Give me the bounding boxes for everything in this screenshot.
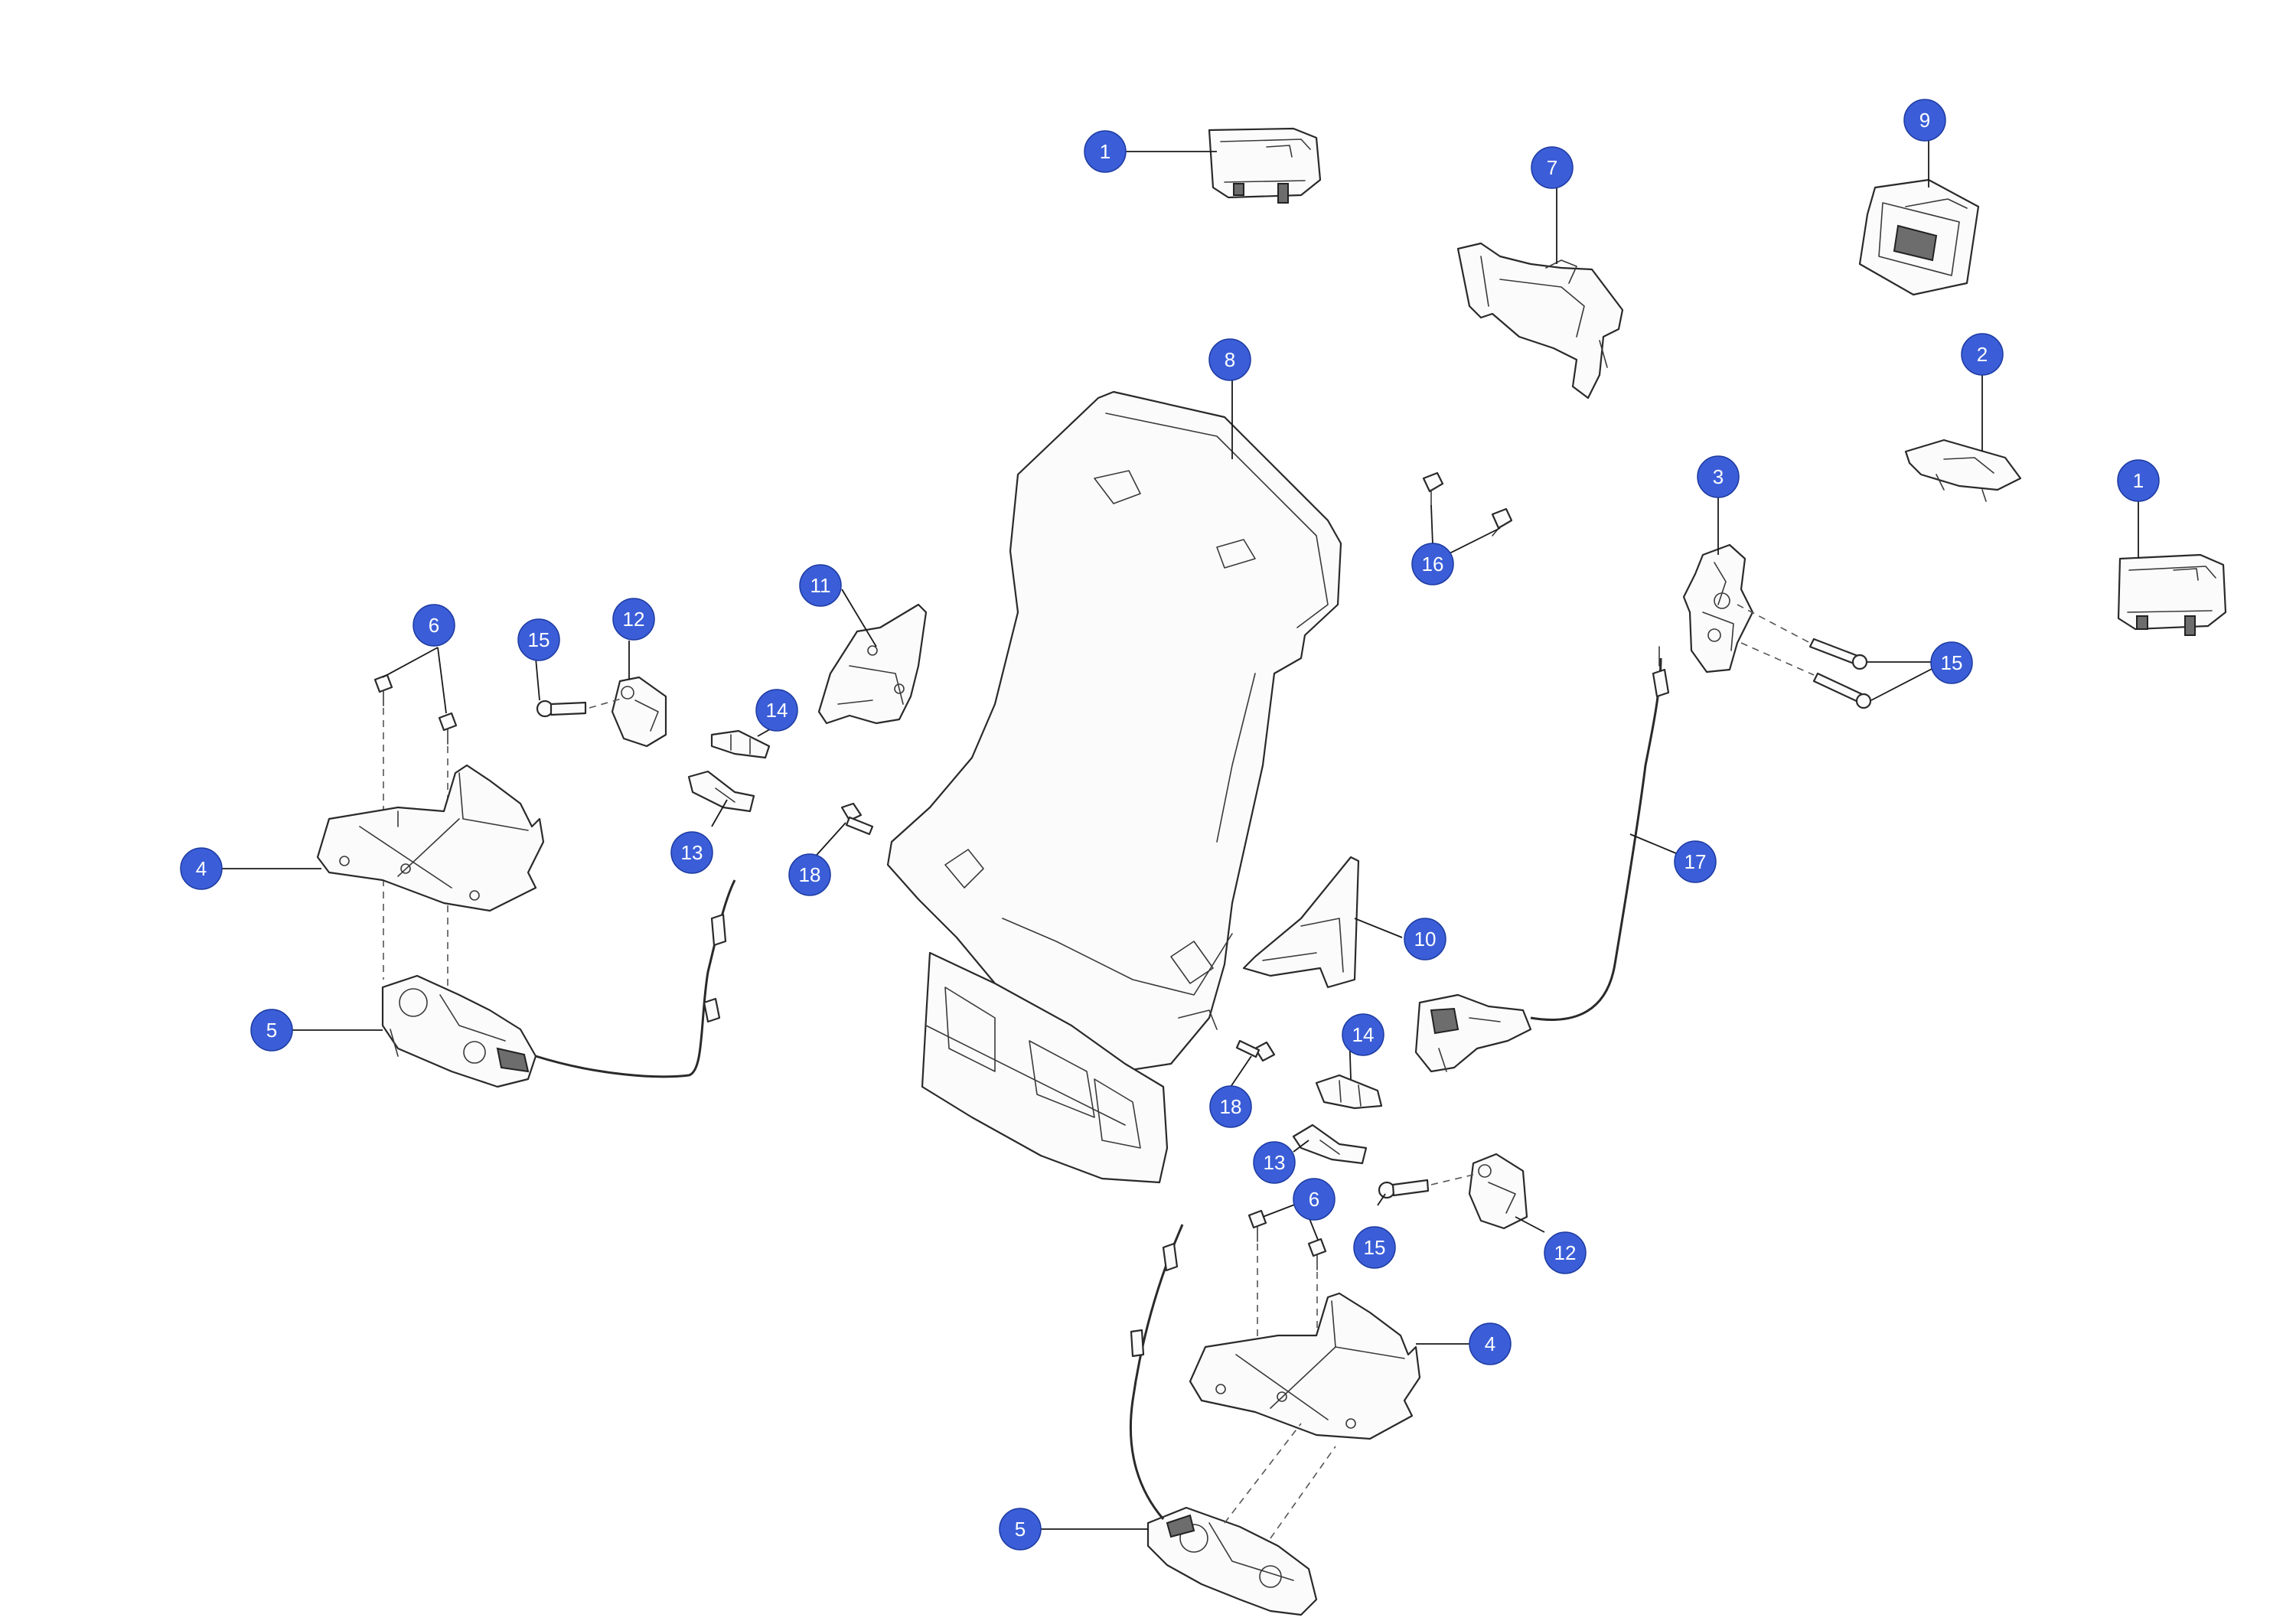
callout-label: 18	[799, 863, 821, 886]
callout-marker: 18	[1209, 1085, 1252, 1128]
callout-label: 1	[1100, 140, 1110, 163]
pivot-pin-part-lower	[1235, 1039, 1276, 1062]
release-handle-part	[1414, 993, 1532, 1073]
actuator-cable-part-upper	[535, 879, 736, 1078]
actuator-cable-part-lower	[1129, 1224, 1336, 1539]
spring-clip-part-lower	[1315, 1074, 1383, 1110]
callout-marker: 4	[180, 847, 223, 890]
callout-marker: 5	[999, 1508, 1042, 1551]
callout-marker: 1	[2117, 459, 2160, 502]
callout-marker: 13	[1253, 1141, 1296, 1184]
callout-label: 11	[810, 574, 831, 597]
callout-marker: 2	[1961, 333, 2004, 376]
switch-bezel-part	[1904, 439, 2022, 502]
callout-label: 15	[1941, 651, 1963, 674]
callout-marker: 7	[1531, 146, 1574, 189]
callout-label: 16	[1422, 553, 1444, 576]
callout-label: 18	[1220, 1095, 1242, 1118]
callout-label: 12	[623, 608, 645, 631]
callout-marker: 15	[1353, 1226, 1396, 1269]
callout-label: 6	[1309, 1188, 1319, 1211]
callout-marker: 13	[670, 831, 713, 874]
callout-label: 9	[1919, 109, 1930, 132]
pivot-cover-part-upper	[611, 676, 667, 748]
callout-marker: 9	[1903, 99, 1946, 142]
motor-actuator-part-lower	[1146, 1506, 1318, 1616]
bolt-fastener-part-lower	[1378, 1174, 1474, 1199]
callout-label: 1	[2133, 469, 2144, 492]
bolt-fastener-part-left	[536, 697, 625, 718]
pivot-cover-part-lower	[1468, 1153, 1528, 1230]
callout-marker: 4	[1469, 1322, 1512, 1365]
control-module-part	[1858, 178, 1980, 296]
motor-actuator-part-upper	[381, 974, 537, 1088]
release-cable-part	[1530, 646, 1670, 1021]
callout-marker: 15	[517, 618, 560, 661]
retaining-clip-part-upper	[687, 770, 755, 813]
callout-marker: 11	[799, 564, 842, 607]
callout-marker: 5	[250, 1009, 293, 1052]
bolt-fastener-part-right	[1737, 604, 1872, 709]
callout-label: 13	[1264, 1151, 1286, 1174]
callout-label: 14	[1352, 1023, 1375, 1046]
callout-marker: 14	[1342, 1013, 1384, 1056]
callout-label: 13	[681, 841, 703, 864]
callout-label: 10	[1414, 928, 1437, 951]
callout-marker: 3	[1697, 455, 1740, 498]
retaining-clip-part-lower	[1292, 1123, 1368, 1165]
callout-label: 14	[766, 699, 788, 722]
callout-marker: 10	[1404, 918, 1446, 960]
callout-label: 8	[1225, 348, 1235, 371]
callout-label: 7	[1547, 156, 1557, 179]
callout-label: 4	[1485, 1332, 1495, 1355]
trim-cover-part-top	[1208, 127, 1322, 204]
callout-marker: 6	[1293, 1178, 1336, 1221]
callout-marker: 6	[413, 604, 455, 647]
seat-back-frame-part	[886, 390, 1342, 1184]
callout-label: 5	[266, 1019, 277, 1042]
callout-marker: 12	[612, 598, 655, 641]
callout-label: 17	[1684, 850, 1707, 873]
callout-marker: 12	[1544, 1231, 1587, 1274]
hinge-bracket-part-upper	[817, 603, 928, 725]
callout-label: 3	[1713, 465, 1724, 488]
callout-label: 6	[429, 614, 439, 637]
callout-marker: 1	[1084, 130, 1127, 173]
callout-marker: 18	[788, 853, 831, 896]
pivot-pin-part-upper	[840, 802, 874, 836]
callout-label: 4	[196, 857, 207, 880]
rear-bracket-part	[1456, 242, 1624, 399]
latch-mechanism-part	[1682, 543, 1754, 673]
callout-label: 12	[1554, 1241, 1577, 1264]
callout-marker: 16	[1411, 543, 1454, 585]
spring-clip-part-upper	[710, 729, 771, 759]
mounting-plate-part-lower	[1189, 1292, 1421, 1440]
trim-cover-part-right	[2117, 553, 2227, 636]
callout-marker: 17	[1674, 840, 1717, 883]
mounting-plate-part-upper	[316, 764, 545, 912]
callout-marker: 15	[1930, 641, 1973, 684]
callout-label: 15	[528, 628, 550, 651]
callout-label: 2	[1977, 343, 1988, 366]
hinge-bracket-part-lower	[1242, 856, 1360, 989]
callout-label: 5	[1015, 1518, 1026, 1541]
callout-marker: 14	[755, 689, 798, 732]
callout-label: 15	[1364, 1236, 1386, 1259]
nut-fastener-part	[1422, 471, 1513, 536]
callout-marker: 8	[1208, 338, 1251, 381]
callout-markers: 1 1 2 3 4 4 5 5 6 6 7 8 9 10 11 12 12 13…	[180, 99, 2160, 1551]
